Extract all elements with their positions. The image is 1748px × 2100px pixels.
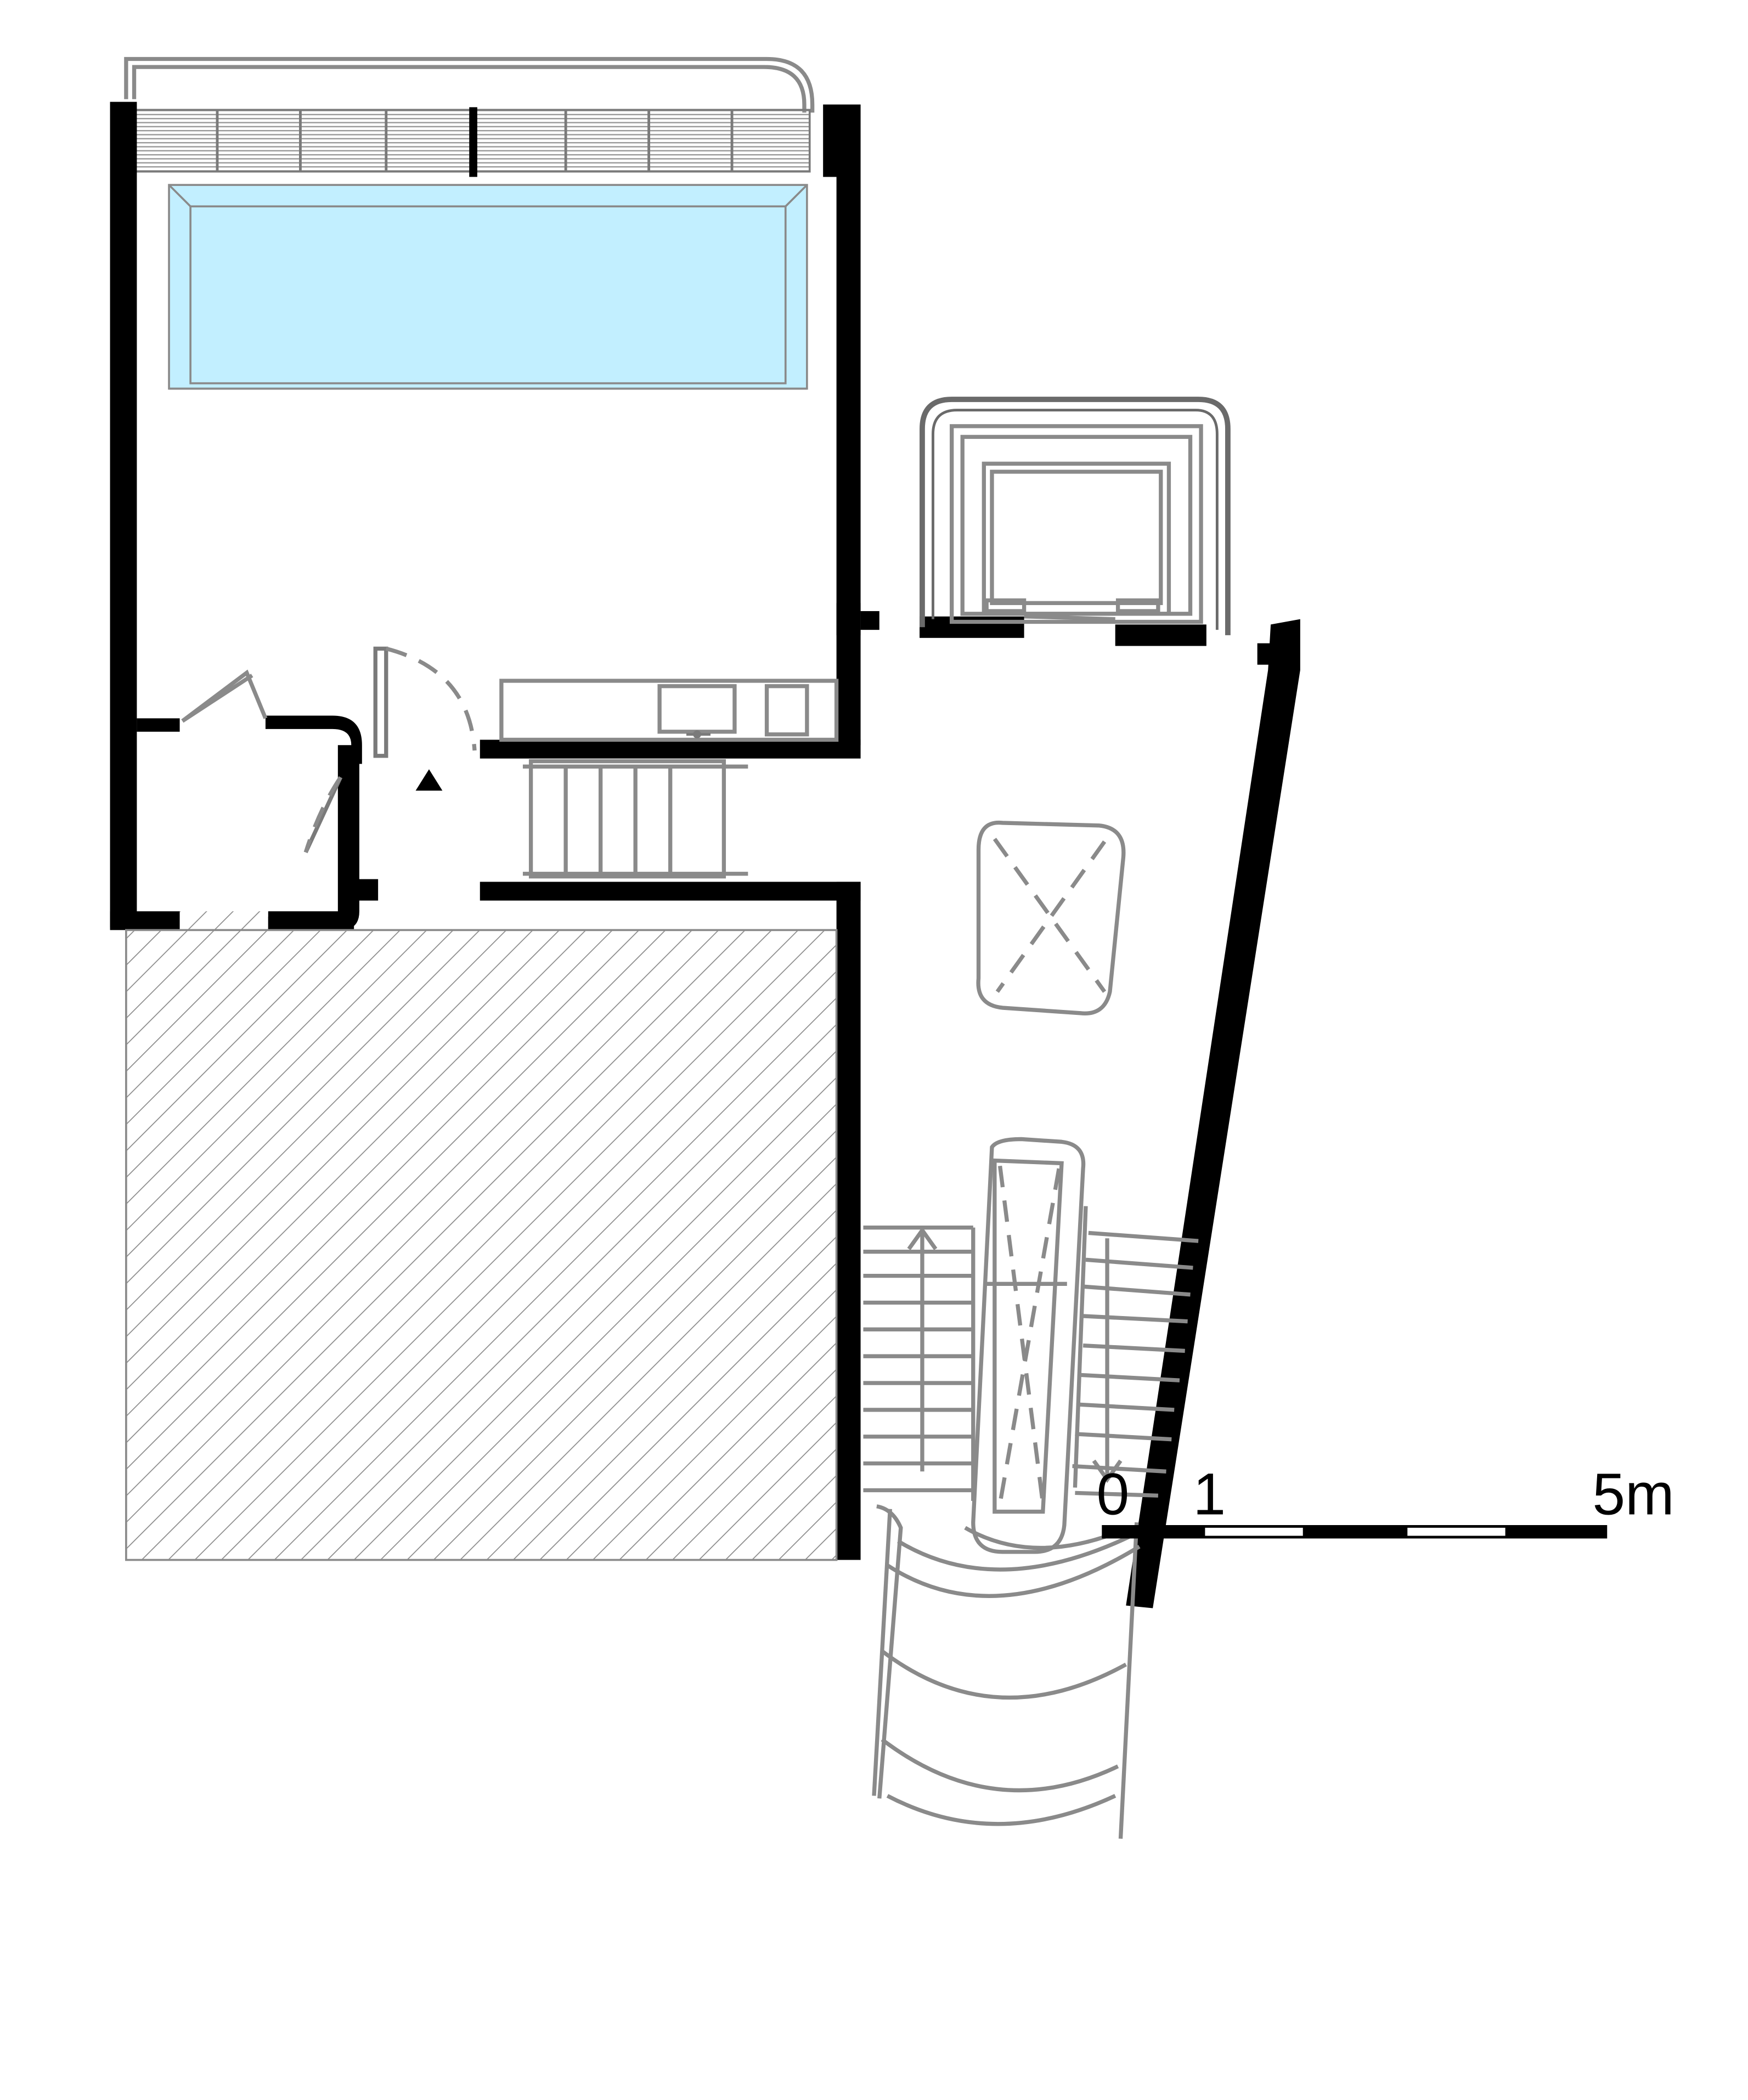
scale-label-0: 0: [1097, 1461, 1130, 1527]
stair-main: [863, 1137, 1199, 1839]
pool: [168, 184, 808, 390]
louver-mullion: [469, 107, 477, 177]
triangle-up-icon: [415, 769, 443, 791]
stair-short: [522, 759, 748, 879]
louver-screen: [133, 107, 811, 177]
hatched-area: [125, 929, 838, 1561]
scale-segment-4: [1407, 1527, 1505, 1536]
door-swing: [181, 646, 477, 854]
roof-edge: [124, 57, 815, 113]
scale-bar: 0 1 5m: [1097, 1461, 1674, 1539]
scale-label-1: 1: [1193, 1461, 1226, 1527]
scale-segment-2: [1205, 1527, 1303, 1536]
kitchen-counter: [499, 679, 839, 742]
elevator: [920, 397, 1231, 635]
faucet-icon: [686, 730, 711, 739]
scale-label-5m: 5m: [1592, 1461, 1674, 1527]
walls: [110, 101, 1300, 1608]
skylight: [976, 820, 1126, 1015]
